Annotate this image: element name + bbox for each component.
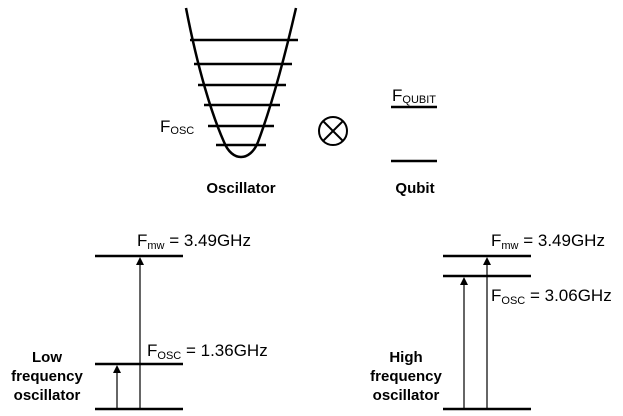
high-frequency-panel: Fmw = 3.49GHz FOSC = 3.06GHz High freque… bbox=[370, 231, 612, 411]
high-caption-line-2: frequency bbox=[370, 368, 442, 385]
high-caption-line-1: High bbox=[389, 349, 422, 366]
low-osc-label: FOSC = 1.36GHz bbox=[147, 341, 268, 362]
high-mw-label: Fmw = 3.49GHz bbox=[491, 231, 605, 252]
oscillator-level-label: FOSC bbox=[160, 117, 194, 137]
low-caption-line-1: Low bbox=[32, 349, 62, 366]
low-caption-line-3: oscillator bbox=[14, 387, 81, 404]
high-osc-label: FOSC = 3.06GHz bbox=[491, 286, 612, 307]
high-caption-line-3: oscillator bbox=[373, 387, 440, 404]
oscillator-potential bbox=[184, 7, 298, 159]
potential-well-curve bbox=[184, 7, 298, 159]
qubit-caption: Qubit bbox=[395, 180, 434, 197]
circle-times-icon bbox=[318, 116, 348, 146]
low-frequency-panel: Fmw = 3.49GHz FOSC = 1.36GHz Low frequen… bbox=[11, 231, 268, 411]
low-mw-label: Fmw = 3.49GHz bbox=[137, 231, 251, 252]
low-caption-line-2: frequency bbox=[11, 368, 83, 385]
qubit-level-label: FQUBIT bbox=[392, 86, 436, 106]
oscillator-caption: Oscillator bbox=[206, 180, 275, 197]
